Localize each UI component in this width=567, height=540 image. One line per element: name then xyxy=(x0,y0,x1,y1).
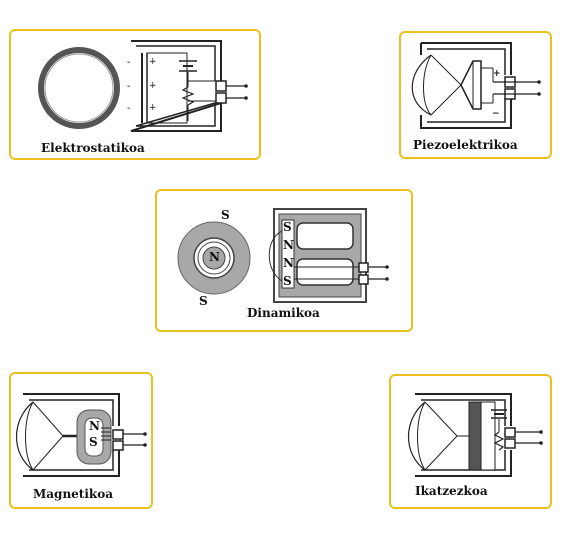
charge-plus-3: + xyxy=(149,103,157,113)
panel-label-dynamic: Dinamikoa xyxy=(247,306,320,320)
carbon-diagram xyxy=(407,393,543,477)
magnetic-diagram xyxy=(15,393,147,477)
panel-dynamic: S N S S N N S Dinamikoa xyxy=(155,189,413,332)
coil-n-2: N xyxy=(283,256,294,270)
pole-s-bottom: S xyxy=(199,294,208,308)
panel-label-piezo: Piezoelektrikoa xyxy=(413,138,518,152)
charge-minus-2: - xyxy=(127,81,131,92)
panel-piezo: + − Piezoelektrikoa xyxy=(399,31,552,159)
panel-electrostatic: - - - + + + Elektrostatikoa xyxy=(9,29,261,160)
charge-plus-1: + xyxy=(149,57,157,67)
piezo-diagram xyxy=(411,42,541,129)
piezo-plus: + xyxy=(493,69,501,79)
coil-s-2: S xyxy=(283,274,292,288)
diaphragm-ring xyxy=(38,47,120,129)
magnet-s: S xyxy=(89,435,98,449)
magnet-n: N xyxy=(89,419,100,433)
panel-label-carbon: Ikatzezkoa xyxy=(415,484,488,498)
charge-minus-3: - xyxy=(127,103,131,114)
charge-minus-1: - xyxy=(127,57,131,68)
coil-s-1: S xyxy=(283,220,292,234)
panel-label-magnetic: Magnetikoa xyxy=(33,487,114,501)
panel-carbon: Ikatzezkoa xyxy=(389,374,552,509)
coil-n-1: N xyxy=(283,238,294,252)
dynamic-diagram xyxy=(177,208,389,303)
panel-magnetic: N S Magnetikoa xyxy=(9,372,153,509)
piezo-minus: − xyxy=(492,109,500,119)
electrostatic-diagram xyxy=(38,40,248,132)
pole-s-top: S xyxy=(221,208,230,222)
panel-label-electrostatic: Elektrostatikoa xyxy=(41,141,145,155)
pole-n-center: N xyxy=(209,250,220,264)
charge-plus-2: + xyxy=(149,81,157,91)
